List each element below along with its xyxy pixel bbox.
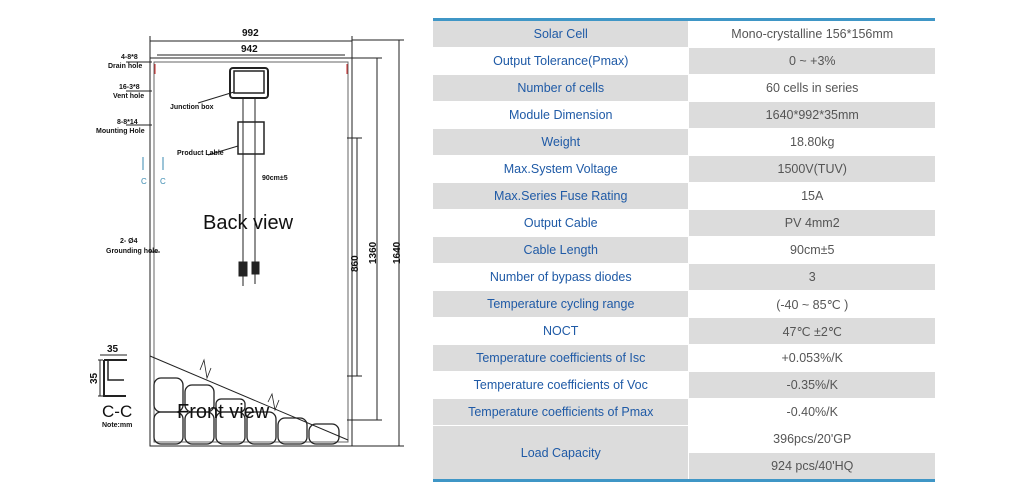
dim-1360: 1360 xyxy=(368,241,379,264)
section-mark-left: C xyxy=(141,177,147,186)
frame-width-dim: 35 xyxy=(107,344,119,355)
front-view-title: Front view xyxy=(177,401,270,423)
spec-key: Temperature coefficients of Voc xyxy=(433,371,689,399)
spec-value: PV 4mm2 xyxy=(688,209,935,237)
spec-key: Cable Length xyxy=(433,236,689,264)
spec-row: Temperature coefficients of Voc-0.35%/K xyxy=(433,371,935,399)
spec-value: 90cm±5 xyxy=(688,236,935,264)
drain-hole-spec: 4-8*8 xyxy=(121,54,138,61)
cable-length-callout: 90cm±5 xyxy=(262,175,288,182)
spec-key: Output Tolerance(Pmax) xyxy=(433,47,689,75)
dim-860: 860 xyxy=(350,255,361,272)
spec-key: Number of cells xyxy=(433,74,689,102)
frame-height-dim: 35 xyxy=(89,372,100,384)
spec-key: Weight xyxy=(433,128,689,156)
spec-value: (-40 ~ 85℃ ) xyxy=(688,290,935,318)
spec-value: 0 ~ +3% xyxy=(688,47,935,75)
grounding-hole-label: Grounding hole xyxy=(106,248,159,255)
spec-row: Temperature cycling range(-40 ~ 85℃ ) xyxy=(433,290,935,318)
dim-inner-width: 942 xyxy=(241,44,258,55)
drain-hole-label: Drain hole xyxy=(108,63,143,70)
load-capacity-20gp: 396pcs/20'GP xyxy=(688,425,935,453)
module-drawing-lines xyxy=(98,36,404,447)
junction-box-label: Junction box xyxy=(170,104,214,111)
spec-value: 1500V(TUV) xyxy=(688,155,935,183)
spec-key: Module Dimension xyxy=(433,101,689,129)
spec-value: 18.80kg xyxy=(688,128,935,156)
back-view-title: Back view xyxy=(203,212,294,234)
spec-key: Temperature cycling range xyxy=(433,290,689,318)
product-label-callout: Product Lable xyxy=(177,150,224,157)
spec-row: Output Tolerance(Pmax)0 ~ +3% xyxy=(433,47,935,75)
spec-key: Max.System Voltage xyxy=(433,155,689,183)
spec-value: 60 cells in series xyxy=(688,74,935,102)
unit-note: Note:mm xyxy=(102,422,133,429)
section-mark-right: C xyxy=(160,177,166,186)
spec-value: Mono-crystalline 156*156mm xyxy=(688,19,935,48)
mounting-hole-spec: 8-8*14 xyxy=(117,119,138,126)
vent-hole-label: Vent hole xyxy=(113,93,145,100)
spec-row-load: Load Capacity 396pcs/20'GP xyxy=(433,425,935,481)
spec-key: Temperature coefficients of Pmax xyxy=(433,398,689,426)
grounding-hole-spec: 2- Ø4 xyxy=(120,238,138,245)
module-drawing: 992 942 4-8*8 Drain hole 16-3*8 Vent hol… xyxy=(0,0,420,498)
dim-1640: 1640 xyxy=(392,241,403,264)
spec-value: 47℃ ±2℃ xyxy=(688,317,935,345)
spec-value: -0.40%/K xyxy=(688,398,935,426)
spec-value: 1640*992*35mm xyxy=(688,101,935,129)
dim-outer-width: 992 xyxy=(242,28,259,39)
spec-row: Temperature coefficients of Pmax-0.40%/K xyxy=(433,398,935,426)
spec-key: Solar Cell xyxy=(433,19,689,48)
spec-row: Temperature coefficients of Isc+0.053%/K xyxy=(433,344,935,372)
mounting-hole-label: Mounting Hole xyxy=(96,128,145,135)
spec-value: 15A xyxy=(688,182,935,210)
spec-value: +0.053%/K xyxy=(688,344,935,372)
load-capacity-40hq: 924 pcs/40'HQ xyxy=(688,452,935,481)
spec-key: Number of bypass diodes xyxy=(433,263,689,291)
spec-key: Temperature coefficients of Isc xyxy=(433,344,689,372)
spec-key: Output Cable xyxy=(433,209,689,237)
spec-value: -0.35%/K xyxy=(688,371,935,399)
load-capacity-key: Load Capacity xyxy=(433,425,689,481)
spec-row-load-2: 924 pcs/40'HQ xyxy=(433,452,935,481)
spec-key: NOCT xyxy=(433,317,689,345)
vent-hole-spec: 16-3*8 xyxy=(119,84,140,91)
spec-value: 3 xyxy=(688,263,935,291)
section-title: C-C xyxy=(102,402,133,421)
spec-key: Max.Series Fuse Rating xyxy=(433,182,689,210)
